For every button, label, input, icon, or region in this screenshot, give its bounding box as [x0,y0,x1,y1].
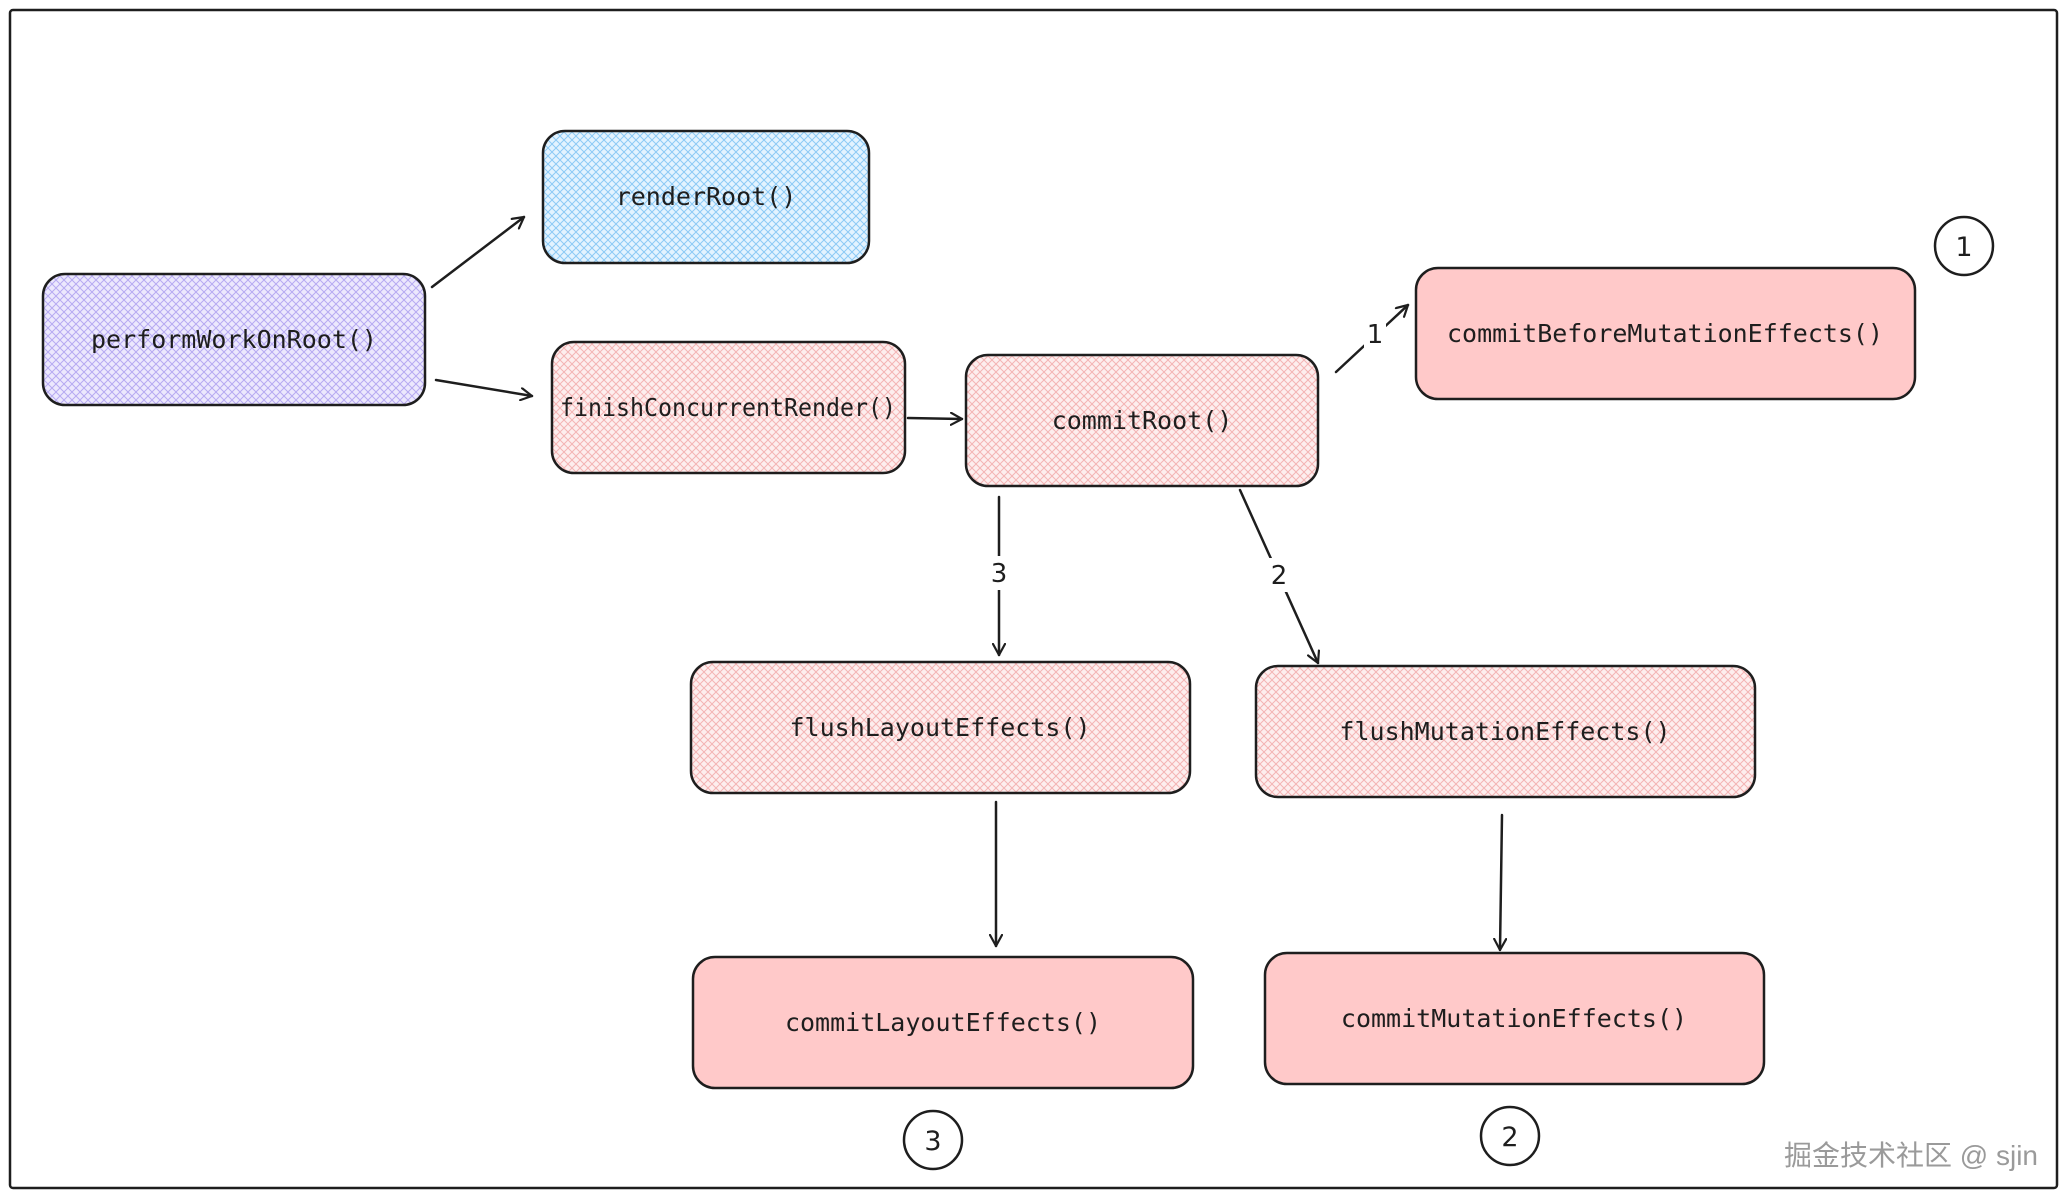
node-label: commitBeforeMutationEffects() [1447,319,1883,348]
step-marker-3: 3 [902,1109,964,1171]
edge-perform-to-finish [434,378,534,396]
edge-finish-to-commit-root [906,418,964,419]
node-label: flushMutationEffects() [1339,717,1670,746]
edge-label-3: 3 [991,559,1008,589]
node-flush-mutation-effects: flushMutationEffects() [1254,664,1757,799]
step-marker-label: 1 [1955,232,1972,263]
node-commit-layout-effects: commitLayoutEffects() [691,955,1195,1090]
node-commit-mutation-effects: commitMutationEffects() [1263,951,1766,1086]
edge-flush-mutation-to-commit-mutation [1500,813,1502,952]
step-marker-label: 2 [1501,1122,1518,1153]
node-finish-concurrent-render: finishConcurrentRender() [550,340,907,475]
node-label: commitLayoutEffects() [785,1008,1101,1037]
edges [430,215,1502,952]
node-label: performWorkOnRoot() [91,325,377,354]
node-label: finishConcurrentRender() [560,393,896,422]
node-label: commitMutationEffects() [1341,1004,1687,1033]
node-commit-before-mutation-effects: commitBeforeMutationEffects() [1414,266,1917,401]
edge-perform-to-render [430,215,526,289]
node-label: commitRoot() [1052,406,1233,435]
node-label: flushLayoutEffects() [789,713,1090,742]
outer-frame [8,8,2059,1190]
node-label: renderRoot() [616,182,797,211]
step-marker-label: 3 [924,1126,941,1157]
node-render-root: renderRoot() [541,129,871,265]
edge-label-2: 2 [1271,561,1288,591]
step-marker-2: 2 [1479,1105,1541,1167]
node-perform-work-on-root: performWorkOnRoot() [41,272,427,407]
node-commit-root: commitRoot() [964,353,1320,488]
watermark: 掘金技术社区 @ sjin [1784,1140,2038,1171]
node-flush-layout-effects: flushLayoutEffects() [689,660,1192,795]
edge-label-1: 1 [1367,320,1384,350]
step-marker-1: 1 [1933,215,1995,277]
